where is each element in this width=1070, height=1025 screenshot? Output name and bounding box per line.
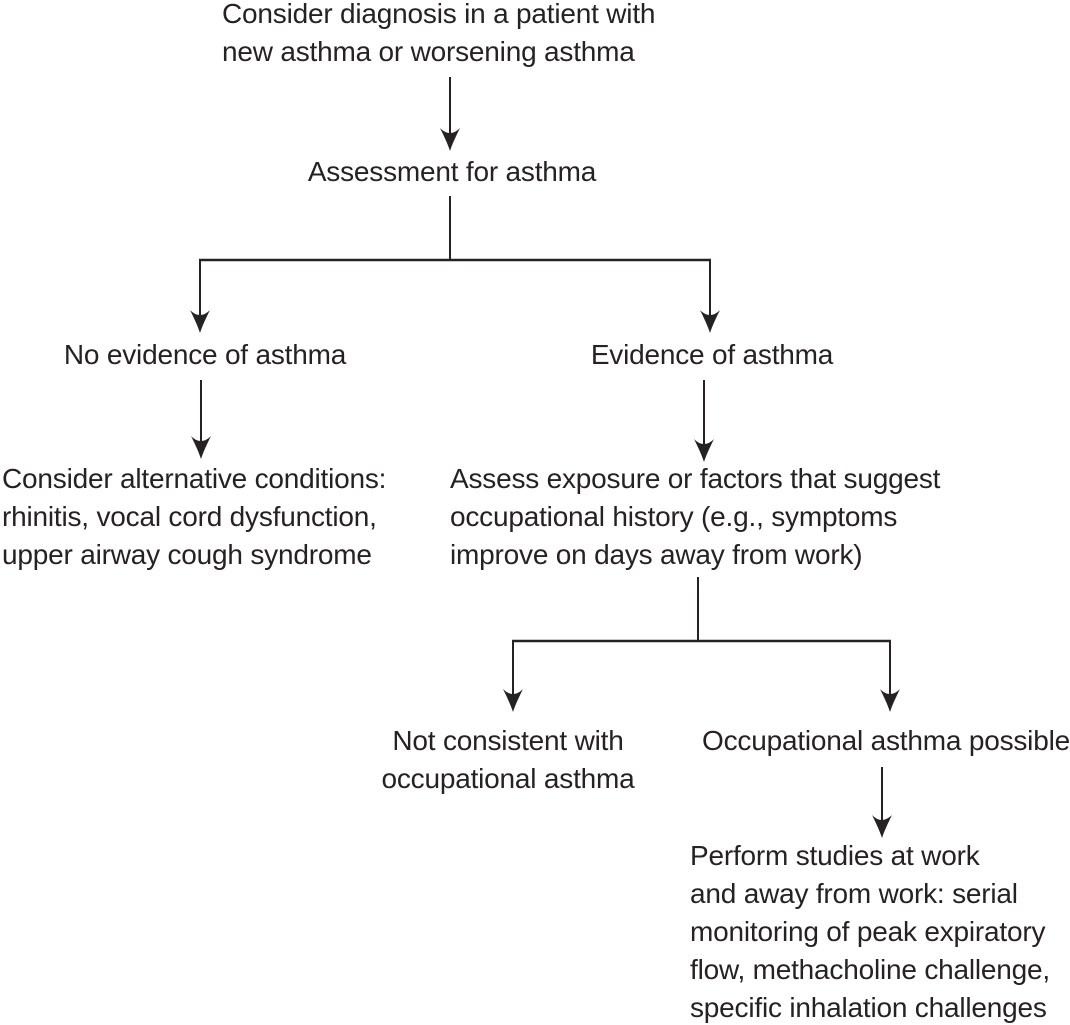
node-line: No evidence of asthma (63, 339, 347, 370)
node-line: flow, methacholine challenge, (690, 954, 1050, 985)
node-line: Consider alternative conditions: (2, 463, 387, 494)
node-line: and away from work: serial (690, 878, 1018, 909)
node-line: Assessment for asthma (307, 156, 597, 187)
arrowhead-down-icon (700, 310, 720, 333)
node-consider-alternative-conditions: Consider alternative conditions: rhiniti… (2, 460, 386, 574)
node-no-evidence-of-asthma: No evidence of asthma (64, 336, 346, 374)
node-line: Not consistent with (392, 725, 624, 756)
arrowhead-down-icon (440, 128, 460, 151)
node-line: Consider diagnosis in a patient with (222, 0, 656, 29)
arrowhead-down-icon (880, 689, 900, 712)
node-line: specific inhalation challenges (690, 992, 1047, 1023)
arrowhead-down-icon (872, 815, 892, 838)
node-line: occupational history (e.g., symptoms (450, 501, 898, 532)
node-occupational-asthma-possible: Occupational asthma possible (702, 722, 1070, 760)
node-consider-diagnosis: Consider diagnosis in a patient with new… (222, 0, 655, 71)
node-line: Occupational asthma possible (702, 725, 1070, 756)
node-assessment-for-asthma: Assessment for asthma (307, 153, 597, 191)
node-line: improve on days away from work) (450, 539, 863, 570)
arrowhead-down-icon (694, 439, 714, 462)
arrowhead-down-icon (191, 436, 211, 459)
node-line: rhinitis, vocal cord dysfunction, (2, 501, 377, 532)
arrowhead-down-icon (190, 310, 210, 333)
node-line: new asthma or worsening asthma (222, 36, 635, 67)
node-line: Assess exposure or factors that suggest (450, 463, 941, 494)
node-perform-studies: Perform studies at work and away from wo… (690, 837, 1050, 1025)
node-not-consistent: Not consistent with occupational asthma (381, 722, 634, 798)
arrowhead-down-icon (503, 689, 523, 712)
node-assess-exposure: Assess exposure or factors that suggest … (450, 460, 940, 574)
node-line: occupational asthma (381, 763, 635, 794)
node-evidence-of-asthma: Evidence of asthma (590, 336, 834, 374)
node-line: monitoring of peak expiratory (690, 916, 1046, 947)
node-line: Perform studies at work (690, 840, 980, 871)
node-line: upper airway cough syndrome (2, 539, 372, 570)
node-line: Evidence of asthma (590, 339, 834, 370)
